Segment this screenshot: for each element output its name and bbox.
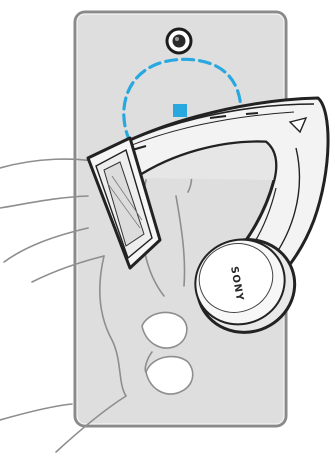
nfc-mark: [173, 104, 187, 117]
camera-lens-icon: [167, 29, 191, 53]
